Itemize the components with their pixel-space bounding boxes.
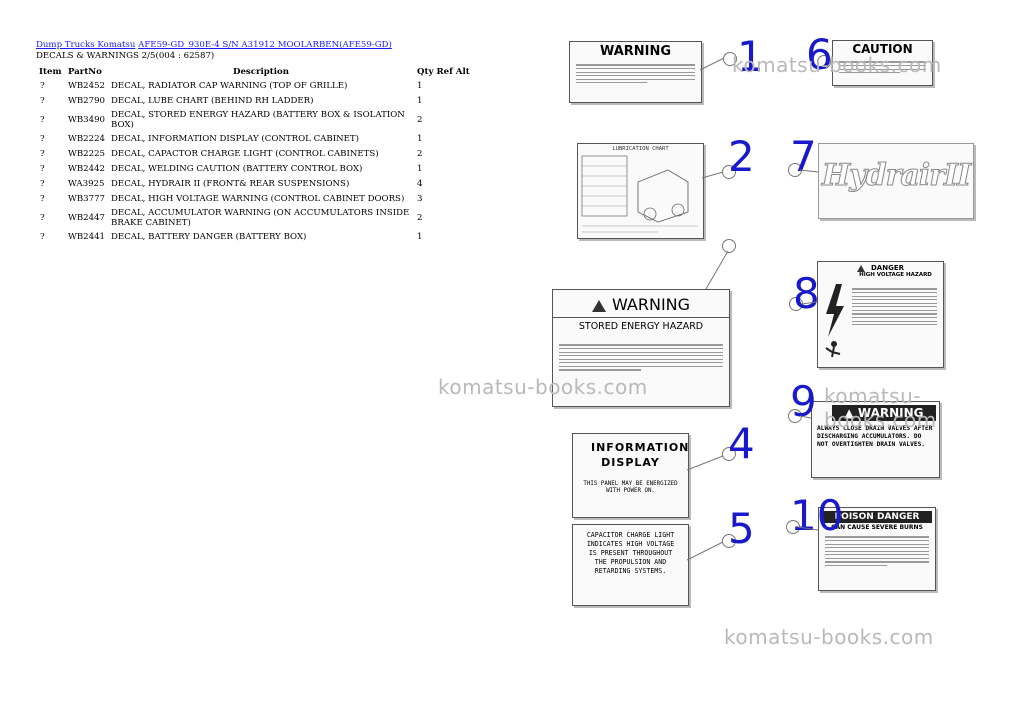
table-header-row: Item PartNo Description Qty Ref Alt [36,66,473,79]
callout-number-8: 8 [793,269,820,318]
table-row: ? WB2441 DECAL, BATTERY DANGER (BATTERY … [40,231,423,242]
callout-circle-3 [722,239,736,253]
table-row: ? WB2224 DECAL, INFORMATION DISPLAY (CON… [40,133,423,144]
breadcrumb: Dump Trucks Komatsu AFE59-GD_930E-4 S/N … [36,40,476,50]
warning-triangle-icon [591,299,606,312]
parts-list-panel: Dump Trucks Komatsu AFE59-GD_930E-4 S/N … [36,40,476,244]
callout-circle-5 [722,534,736,548]
breadcrumb-link-category[interactable]: Dump Trucks Komatsu [36,40,136,50]
table-row: ? WB3490 DECAL, STORED ENERGY HAZARD (BA… [40,109,423,131]
warning-triangle-icon-small: ▲ [844,406,858,420]
col-partno: PartNo [68,66,102,77]
table-row: ? WB2442 DECAL, WELDING CAUTION (BATTERY… [40,163,423,174]
watermark: komatsu-books.com [438,375,648,399]
table-row: ? WB3777 DECAL, HIGH VOLTAGE WARNING (CO… [40,193,423,204]
decal-6-caution: CAUTION [832,40,933,86]
decal-4-information-display: INFORMATION DISPLAY THIS PANEL MAY BE EN… [572,433,689,518]
decal-2-lube-chart: LUBRICATION CHART [577,143,704,239]
decal-3-stored-energy-warning: WARNING STORED ENERGY HAZARD [552,289,730,407]
watermark: komatsu-books.com [824,384,937,432]
section-title: DECALS & WARNINGS 2/5(004 : 62587) [36,51,215,62]
lube-chart-graphic [581,155,698,233]
table-row: ? WB2790 DECAL, LUBE CHART (BEHIND RH LA… [40,96,423,107]
callout-number-5: 5 [728,504,755,553]
col-qty-ref-alt: Qty Ref Alt [417,66,470,77]
decal-7-hydrair: HydrairII [818,143,974,219]
decal-10-battery-poison-danger: POISON DANGER CAN CAUSE SEVERE BURNS [818,507,936,591]
callout-circle-4 [722,447,736,461]
danger-triangle-icon [856,264,865,272]
callout-number-2: 2 [728,132,755,181]
decal-1-warning: WARNING [569,41,702,103]
table-row: ? WA3925 DECAL, HYDRAIR II (FRONT& REAR … [40,178,423,189]
col-item: Item [39,66,62,77]
table-row: ? WB2452 DECAL, RADIATOR CAP WARNING (TO… [40,81,423,92]
electrocution-hazard-icon [825,284,844,358]
col-description: Description [233,66,290,77]
decal-9-accumulator-warning: ▲ WARNING ALWAYS CLOSE DRAIN VALVES AFTE… [811,401,940,478]
callout-number-6: 6 [806,30,833,79]
callout-number-10: 10 [790,491,844,540]
decal-8-high-voltage-danger: DANGER HIGH VOLTAGE HAZARD [817,261,944,368]
watermark: komatsu-books.com [724,625,934,649]
table-row: ? WB2447 DECAL, ACCUMULATOR WARNING (ON … [40,207,423,228]
callout-number-9: 9 [790,377,817,426]
hydrair-logo: HydrairII [821,158,971,194]
watermark: komatsu-books.com [732,53,942,77]
table-row: ? WB2225 DECAL, CAPACTOR CHARGE LIGHT (C… [40,148,423,159]
breadcrumb-link-model[interactable]: AFE59-GD_930E-4 S/N A31912 MOOLARBEN(AFE… [138,40,392,50]
decal-5-capacitor-charge: CAPACITOR CHARGE LIGHT INDICATES HIGH VO… [572,524,689,606]
callout-number-4: 4 [728,419,755,468]
callout-number-1: 1 [737,32,764,81]
callout-number-7: 7 [790,132,817,181]
parts-table: Item PartNo Description Qty Ref Alt ? WB… [36,66,473,245]
callout-circle-6 [817,55,831,69]
